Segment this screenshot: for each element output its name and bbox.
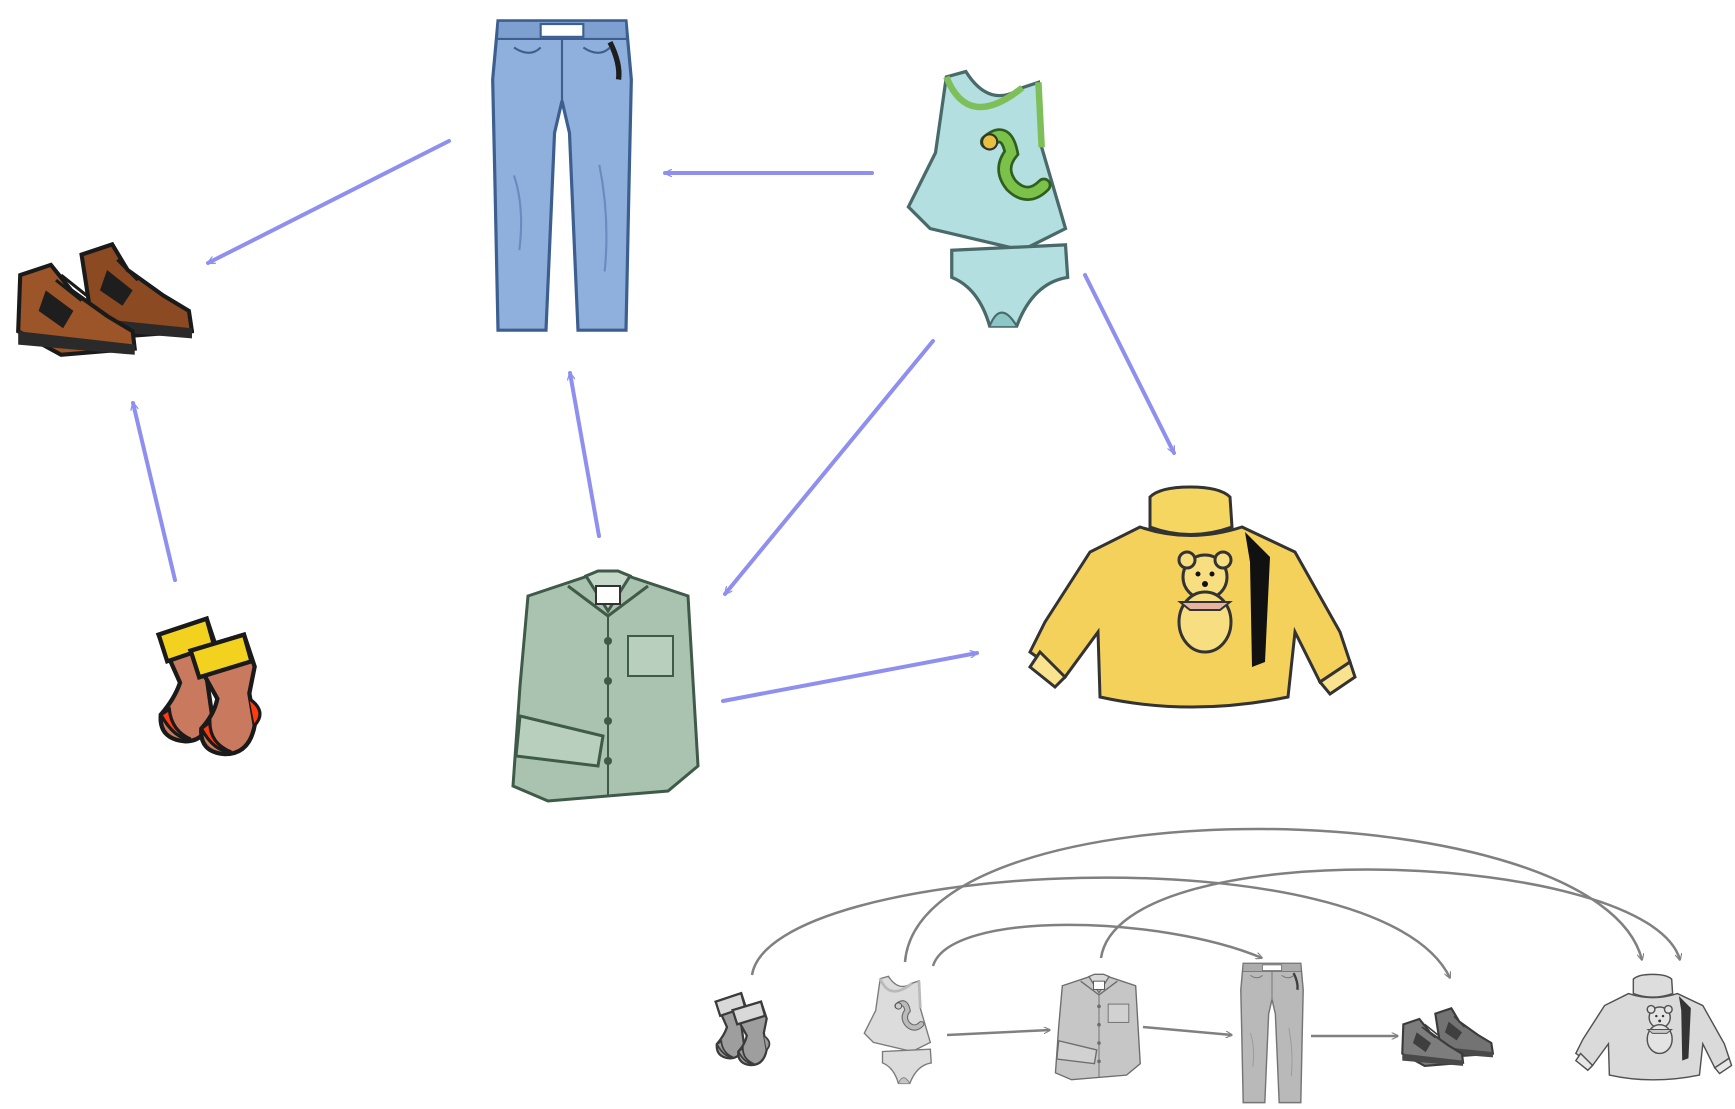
shirt-icon bbox=[513, 571, 698, 801]
node-socks bbox=[159, 619, 260, 754]
sorted-edge-shirt-to-pants bbox=[1143, 1027, 1232, 1035]
edge-undershirt-to-sweater bbox=[1085, 275, 1174, 453]
undershirt-and-underpants-icon bbox=[908, 72, 1067, 327]
sorted-sweater-icon bbox=[1576, 974, 1732, 1079]
node-pants bbox=[493, 21, 632, 330]
sorted-edge-undershirt-to-shirt bbox=[947, 1030, 1050, 1035]
sorted-shoes-icon bbox=[1402, 1008, 1493, 1066]
edge-socks-to-shoes bbox=[133, 403, 175, 580]
sorted-socks-icon bbox=[716, 993, 770, 1065]
sorted-pants-icon bbox=[1241, 963, 1303, 1102]
node-sweater bbox=[1030, 487, 1355, 707]
socks-icon bbox=[159, 619, 260, 754]
sorted-edge-undershirt-to-pants bbox=[933, 925, 1262, 966]
pants-icon bbox=[493, 21, 632, 330]
topological-order-row bbox=[716, 829, 1732, 1103]
sorted-shirt-icon bbox=[1055, 974, 1140, 1079]
edge-shirt-to-sweater bbox=[723, 653, 977, 701]
sorted-undershirt-icon bbox=[864, 976, 931, 1083]
edge-pants-to-shoes bbox=[208, 141, 449, 263]
sorted-edge-shirt-to-sweater bbox=[1101, 870, 1680, 960]
node-shoes bbox=[18, 244, 192, 354]
node-undershirt bbox=[908, 72, 1067, 327]
shoes-icon bbox=[18, 244, 192, 354]
node-shirt bbox=[513, 571, 698, 801]
sorted-edge-undershirt-to-sweater bbox=[905, 829, 1642, 962]
edge-shirt-to-pants bbox=[570, 373, 599, 536]
edge-undershirt-to-shirt bbox=[725, 341, 933, 594]
sweater-icon bbox=[1030, 487, 1355, 707]
sorted-edge-socks-to-shoes bbox=[752, 878, 1450, 978]
